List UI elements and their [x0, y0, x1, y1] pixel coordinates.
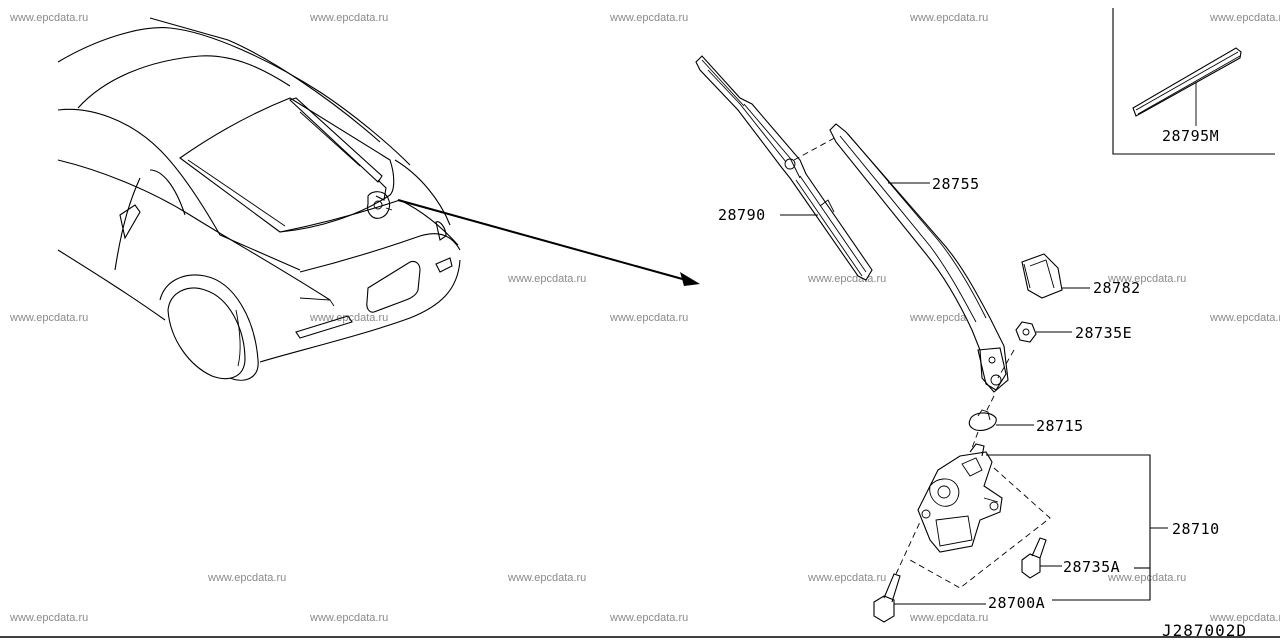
- watermark: www.epcdata.ru: [9, 312, 88, 324]
- car-rear-illustration: [57, 17, 461, 381]
- part-label-28735A: 28735A: [1063, 558, 1120, 576]
- watermark: www.epcdata.ru: [9, 12, 88, 24]
- watermark: www.epcdata.ru: [609, 12, 688, 24]
- watermark: www.epcdata.ru: [909, 612, 988, 624]
- part-label-28795M: 28795M: [1162, 127, 1219, 145]
- blade-insert: [1132, 47, 1242, 117]
- part-label-28790: 28790: [718, 206, 766, 224]
- inset-28795M: 28795M: [1112, 8, 1275, 155]
- part-label-28700A: 28700A: [988, 594, 1045, 612]
- bolt-28735A: 28735A: [1021, 537, 1120, 579]
- watermark: www.epcdata.ru: [1107, 572, 1186, 584]
- watermark: www.epcdata.ru: [309, 612, 388, 624]
- part-label-28755: 28755: [932, 175, 980, 193]
- watermark: www.epcdata.ru: [507, 273, 586, 285]
- watermark: www.epcdata.ru: [1209, 612, 1280, 624]
- cap-28782: 28782: [1021, 253, 1141, 299]
- part-label-28782: 28782: [1093, 279, 1141, 297]
- wiper-arm-28755: 28755: [829, 123, 1009, 393]
- direction-arrow: [397, 199, 700, 286]
- watermark-layer: www.epcdata.ru www.epcdata.ru www.epcdat…: [9, 12, 1280, 624]
- watermark: www.epcdata.ru: [1107, 273, 1186, 285]
- bolt-28700A: 28700A: [873, 521, 1045, 623]
- watermark: www.epcdata.ru: [207, 572, 286, 584]
- nut-28735E: 28735E: [997, 321, 1132, 379]
- watermark: www.epcdata.ru: [9, 612, 88, 624]
- seal-28715: 28715: [968, 395, 1084, 449]
- watermark: www.epcdata.ru: [807, 273, 886, 285]
- part-label-28735E: 28735E: [1075, 324, 1132, 342]
- watermark: www.epcdata.ru: [309, 12, 388, 24]
- diagram-code: J287002D: [1162, 621, 1247, 640]
- watermark: www.epcdata.ru: [807, 572, 886, 584]
- part-label-28710: 28710: [1172, 520, 1220, 538]
- wiper-motor-28710: 28710: [909, 443, 1220, 601]
- part-label-28715: 28715: [1036, 417, 1084, 435]
- wiper-blade-28790: 28790: [695, 55, 873, 281]
- watermark: www.epcdata.ru: [609, 312, 688, 324]
- watermark: www.epcdata.ru: [909, 12, 988, 24]
- watermark: www.epcdata.ru: [309, 312, 388, 324]
- watermark: www.epcdata.ru: [609, 612, 688, 624]
- watermark: www.epcdata.ru: [1209, 12, 1280, 24]
- watermark: www.epcdata.ru: [1209, 312, 1280, 324]
- watermark: www.epcdata.ru: [507, 572, 586, 584]
